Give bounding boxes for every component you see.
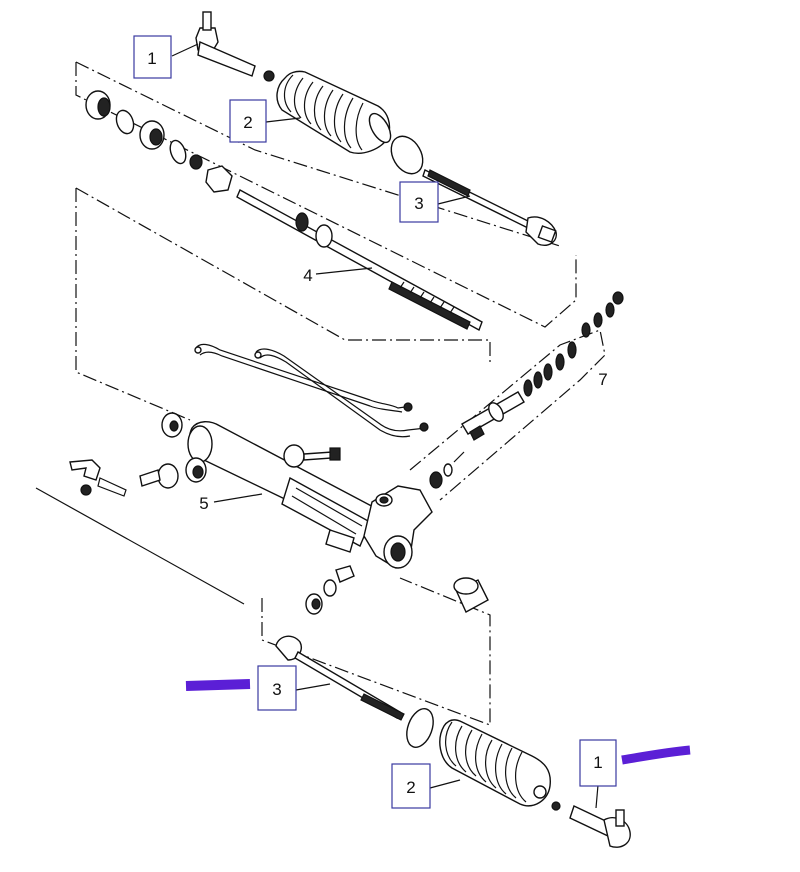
callout-3-bottom-label: 3 [272,680,281,699]
boot-top [276,70,392,154]
callout-3-top: 3 [399,181,439,223]
callout-2-top: 2 [229,99,267,143]
pinion-group-outline [409,329,606,501]
highlight-mark-left [185,679,251,691]
tie-rod-end-top [195,11,275,82]
inner-tie-rod-bottom [275,635,405,721]
callout-3-bottom: 3 [257,665,297,711]
lock-nut-bottom [551,801,561,811]
bottom-group-outline [261,577,491,726]
fluid-lines [194,343,429,438]
callout-7-label: 7 [598,370,607,389]
clamp-ring-top [390,135,424,175]
callout-2-top-label: 2 [243,113,252,132]
pinion-valve-assembly [429,291,624,489]
rack-group-outline [75,188,191,421]
callout-1-bottom-label: 1 [593,753,602,772]
steering-rack [236,189,483,332]
rack-group-outline-right [75,187,491,365]
clamp-ring-bottom [406,708,434,748]
tie-rod-end-bottom [569,805,631,848]
mount-bushing-right [453,577,489,613]
top-group-outline-upper [75,61,561,247]
callout-2-bottom-label: 2 [406,778,415,797]
callout-5-label: 5 [199,494,208,513]
top-group-outline [75,62,577,328]
callout-1-top-label: 1 [147,49,156,68]
callout-3-top-label: 3 [414,194,423,213]
callout-2-bottom: 2 [391,763,431,809]
callout-1-top: 1 [133,35,172,79]
bracket-clip [69,459,127,497]
highlight-mark-right [621,745,691,765]
rack-housing [161,412,433,569]
bushing-set-top [85,90,233,193]
callout-1-bottom: 1 [579,739,617,787]
vent-tube [35,487,245,605]
boot-bottom [439,719,551,807]
housing-mounting-bolt [283,444,341,468]
callout-4-label: 4 [303,266,312,285]
mount-bushing-left [139,457,207,489]
bushing-set-bottom [305,565,355,615]
leader-lines [171,43,599,809]
inner-tie-rod-top [422,169,557,246]
